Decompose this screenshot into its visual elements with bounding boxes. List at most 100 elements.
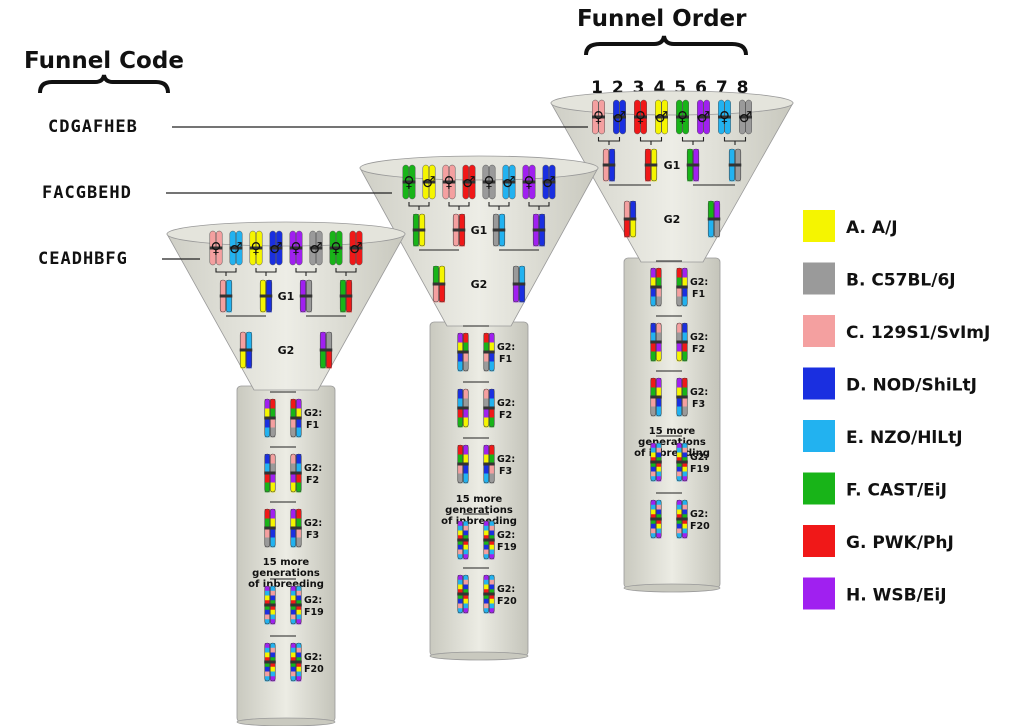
funnel-order-number: 3: [633, 78, 645, 98]
centromere: [538, 228, 546, 232]
chromosome-segment: [296, 473, 302, 483]
chromosome-segment: [656, 268, 662, 278]
centromere: [264, 603, 271, 607]
chromosome-segment: [489, 408, 495, 418]
centromere: [462, 592, 469, 596]
chromosome-segment: [682, 268, 688, 278]
chromosome-segment: [656, 342, 662, 352]
stage-chromosome-pair: [457, 444, 469, 484]
chromosome-segment: [483, 389, 489, 399]
chromosome-segment: [656, 277, 662, 288]
female-symbol: ♀: [291, 239, 302, 257]
chromosome-segment: [457, 473, 463, 484]
chromosome-segment: [290, 647, 296, 653]
chromosome-segment: [290, 427, 296, 438]
chromosome-segment: [519, 266, 525, 285]
centromere: [483, 462, 490, 466]
male-symbol: ♂: [613, 108, 626, 126]
chromosome-segment: [676, 332, 682, 343]
centromere: [681, 517, 688, 521]
chromosome-segment: [264, 418, 270, 428]
founder-chromosome-E: ♀: [718, 99, 731, 135]
male-symbol: ♂: [422, 173, 435, 191]
stage-label-top: G2:: [497, 398, 515, 409]
inbreeding-note-line: 15 more: [456, 494, 503, 505]
chromosome-segment: [682, 287, 688, 297]
founder-chromosome-D: ♂: [613, 99, 626, 135]
mating-bracket: [639, 137, 663, 145]
chromosome-segment: [682, 466, 688, 472]
centromere: [483, 592, 490, 596]
chromosome-segment: [270, 590, 276, 596]
inbreeding-stage-f19: G2:F19: [457, 513, 517, 560]
chromosome-segment: [264, 652, 270, 658]
legend-item-g: G. PWK/PhJ: [803, 525, 954, 557]
female-symbol: ♀: [593, 108, 604, 126]
funnel-order-heading-group: Funnel Order: [577, 6, 748, 56]
chromosome-segment: [290, 408, 296, 419]
founder-chromosome-B: ♀: [482, 164, 496, 200]
funnel-rim: [359, 155, 599, 181]
centromere: [650, 395, 657, 399]
centromere: [681, 395, 688, 399]
founder-chromosome-F: ♀: [676, 99, 689, 135]
legend-label: B. C57BL/6J: [846, 271, 956, 291]
chromosome-segment: [656, 447, 662, 453]
founder-chromosome-D: ♂: [269, 230, 283, 266]
stage-chromosome-pair: [264, 585, 276, 625]
chromosome-segment: [650, 268, 656, 278]
funnel-order-number: 1: [591, 78, 603, 98]
chromosome-segment: [682, 504, 688, 510]
chromosome-segment: [246, 350, 252, 369]
legend-label: D. NOD/ShiLtJ: [846, 376, 977, 396]
founder-chromosome-D: ♂: [542, 164, 556, 200]
chromosome-segment: [483, 417, 489, 428]
chromosome-segment: [650, 509, 656, 515]
centromere: [697, 115, 710, 119]
chromosome-segment: [270, 399, 276, 409]
chromosome-segment: [656, 523, 662, 529]
inbreeding-stage-f20: G2:F20: [650, 492, 710, 539]
stage-label-bottom: F19: [304, 607, 324, 618]
stage-label-top: G2:: [304, 518, 322, 529]
chromosome-segment: [682, 519, 688, 525]
chromosome-segment: [656, 514, 662, 520]
centromere: [269, 246, 283, 250]
chromosome-segment: [270, 454, 276, 464]
stage-label-bottom: F19: [690, 464, 710, 475]
inbreeding-stage-f19: G2:F19: [264, 578, 324, 625]
chromosome-segment: [676, 296, 682, 307]
legend-item-h: H. WSB/EiJ: [803, 577, 947, 610]
funnel-code-label: CEADHBFG: [38, 249, 128, 269]
chromosome-segment: [296, 482, 302, 493]
chromosome-segment: [463, 525, 469, 531]
legend-swatch: [803, 420, 835, 452]
chromosome-segment: [682, 533, 688, 539]
centromere: [264, 660, 271, 664]
centromere: [442, 180, 456, 184]
chromosome-segment: [483, 535, 489, 541]
chromosome-segment: [656, 351, 662, 362]
chromosome-segment: [457, 598, 463, 604]
stage-label-top: G2:: [304, 408, 322, 419]
centromere: [432, 282, 440, 286]
chromosome-segment: [290, 671, 296, 677]
chromosome-segment: [489, 598, 495, 604]
chromosome-segment: [264, 537, 270, 548]
centromere: [655, 517, 662, 521]
centromere: [655, 395, 662, 399]
founder-chromosome-A: ♀: [249, 230, 263, 266]
stage-label-top: G2:: [690, 452, 708, 463]
legend-swatch: [803, 210, 835, 242]
chromosome-segment: [270, 657, 276, 663]
legend-label: A. A/J: [846, 218, 898, 238]
chromosome-segment: [296, 671, 302, 677]
inbreeding-note-line: 15 more: [263, 557, 310, 568]
chromosome-segment: [457, 521, 463, 527]
chromosome-segment: [650, 466, 656, 472]
centromere: [249, 246, 263, 250]
centromere: [676, 517, 683, 521]
funnel-code-label: CDGAFHEB: [48, 117, 138, 137]
chromosome-segment: [296, 666, 302, 672]
